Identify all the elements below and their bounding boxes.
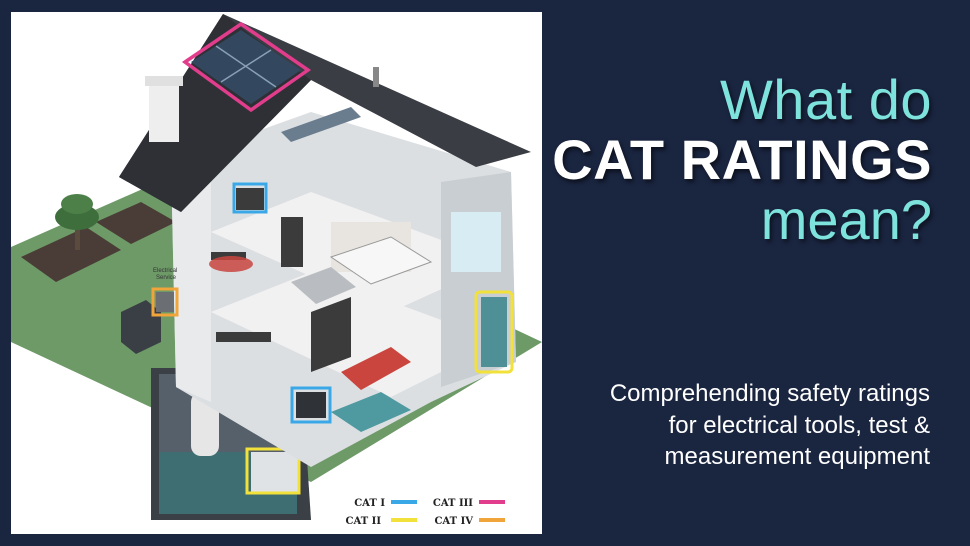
house-cutaway-illustration: Electrical Service CAT I CAT III (11, 12, 542, 534)
legend-label-cat-iii: CAT III (433, 498, 473, 509)
legend-label-cat-ii: CAT II (346, 516, 382, 527)
slide-heading: What do CAT RATINGS mean? (552, 72, 932, 248)
heading-line-1: What do (719, 68, 932, 131)
heading-line-3: mean? (760, 188, 932, 251)
chimney (149, 82, 179, 142)
cat-iv-marker-service (151, 287, 179, 317)
legend-label-cat-iv: CAT IV (434, 516, 473, 527)
heading-line-2: CAT RATINGS (552, 128, 932, 191)
slide-subtitle: Comprehending safety ratings for electri… (609, 380, 930, 471)
electrical-service-label: Electrical Service (153, 268, 179, 281)
cat-ii-marker-washer (245, 447, 301, 495)
cat-ii-marker-fridge (474, 290, 514, 374)
cat-i-marker-tv (290, 386, 332, 424)
legend-label-cat-i: CAT I (354, 498, 385, 509)
cat-legend: CAT I CAT III CAT II CAT IV (346, 498, 505, 527)
cat-iii-marker-solar (181, 21, 312, 113)
house-svg: Electrical Service CAT I CAT III (11, 14, 542, 527)
cat-i-marker-laptop (232, 182, 268, 214)
